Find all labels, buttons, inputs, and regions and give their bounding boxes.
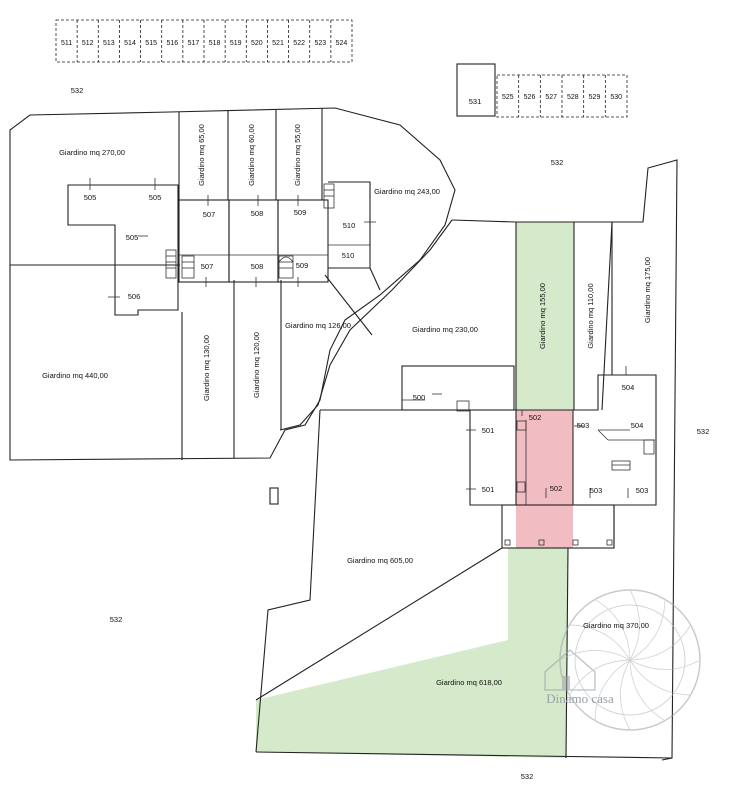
garden-270-label: Giardino mq 270,00 (59, 148, 125, 157)
storage-strip-right: 525 526 527 528 529 530 (496, 74, 628, 118)
building-500 (401, 365, 515, 411)
storage-cell-label: 527 (545, 94, 557, 101)
parcel-505-label: 505 (126, 233, 139, 242)
access-road-west-edge (279, 219, 453, 431)
stair-icons-right (516, 420, 655, 493)
storage-cell-label: 529 (589, 94, 601, 101)
storage-cell-label: 530 (610, 94, 622, 101)
stair-icon-507 (165, 249, 195, 279)
parcel-504-label: 504 (622, 383, 635, 392)
storage-cell-label: 520 (251, 40, 263, 47)
parcel-504-label: 504 (631, 421, 644, 430)
garden-strips-north (178, 108, 323, 200)
stair-icon-508-509 (278, 183, 335, 279)
building-510 (328, 181, 371, 269)
garden-55-label: Giardino mq 55,00 (293, 124, 302, 186)
tick-marks-right (432, 366, 629, 498)
storage-strip-top: 511 512 513 514 515 516 517 518 519 520 521 522 523 5… (55, 19, 353, 63)
parcel-503-label: 503 (636, 486, 649, 495)
porch-posts (504, 539, 613, 546)
storage-cell-label: 523 (314, 40, 326, 47)
small-marker-box (269, 487, 279, 505)
garden-605-label: Giardino mq 605,00 (347, 556, 413, 565)
parcel-508-label: 508 (251, 262, 264, 271)
building-509 (277, 199, 329, 283)
parcel-501-label: 501 (482, 426, 495, 435)
parcel-502-label: 502 (550, 484, 563, 493)
storage-cell-label: 524 (336, 40, 348, 47)
parcel-505-label: 505 (84, 193, 97, 202)
parcel-531-box (456, 63, 496, 117)
storage-cell-label: 515 (145, 40, 157, 47)
parcel-503-label: 503 (577, 421, 590, 430)
garden-strips-south (181, 280, 282, 460)
garden-370-label: Giardino mq 370,00 (583, 621, 649, 630)
garden-155-label: Giardino mq 155,00 (538, 283, 547, 349)
parcel-531-label: 531 (469, 97, 482, 106)
parcel-532-label: 532 (521, 772, 534, 781)
parcel-508-label: 508 (251, 209, 264, 218)
garden-230-label: Giardino mq 230,00 (412, 325, 478, 334)
watermark-text: Dinamo casa (546, 691, 614, 706)
storage-cell-label: 525 (502, 94, 514, 101)
parcel-510-label: 510 (342, 251, 355, 260)
storage-cell-label: 526 (524, 94, 536, 101)
parcel-505-label: 505 (149, 193, 162, 202)
stair-icon-500 (456, 400, 470, 412)
storage-cell-label: 513 (103, 40, 115, 47)
parcel-532-label: 532 (697, 427, 710, 436)
storage-cell-label: 518 (209, 40, 221, 47)
garden-110-label: Giardino mq 110,00 (586, 283, 595, 348)
garden-243-label: Giardino mq 243,00 (374, 187, 440, 196)
parcel-500-label: 500 (413, 393, 426, 402)
watermark-logo (544, 589, 701, 731)
parcel-507-label: 507 (203, 210, 216, 219)
storage-cell-label: 516 (166, 40, 178, 47)
garden-60-label: Giardino mq 60,00 (247, 124, 256, 186)
parcel-506-label: 506 (128, 292, 141, 301)
storage-cell-label: 514 (124, 40, 136, 47)
storage-cell-label: 522 (293, 40, 305, 47)
parcel-501-label: 501 (482, 485, 495, 494)
green-area-garden-618 (256, 548, 568, 758)
garden-130-label: Giardino mq 130,00 (202, 335, 211, 401)
parcel-502-label: 502 (529, 413, 542, 422)
parcel-532-label: 532 (71, 86, 84, 95)
building-505 (67, 184, 179, 316)
parcel-503-label: 503 (590, 486, 603, 495)
garden-120-label: Giardino mq 120,00 (252, 332, 261, 398)
garden-126-label: Giardino mq 126,00 (285, 321, 351, 330)
parcel-507-label: 507 (201, 262, 214, 271)
storage-cell-label: 521 (272, 40, 284, 47)
storage-cell-label: 517 (188, 40, 200, 47)
parcel-510-label: 510 (343, 221, 356, 230)
garden-175-label: Giardino mq 175,00 (643, 257, 652, 323)
red-area-unit-502 (516, 410, 573, 548)
left-block-outline (9, 107, 456, 461)
storage-cell-label: 519 (230, 40, 242, 47)
parcel-532-label: 532 (110, 615, 123, 624)
garden-440-label: Giardino mq 440,00 (42, 371, 108, 380)
green-area-garden-155 (516, 222, 574, 410)
storage-cell-label: 511 (61, 40, 72, 47)
garden-618-label: Giardino mq 618,00 (436, 678, 502, 687)
garden-65-label: Giardino mq 65,00 (197, 124, 206, 186)
storage-cell-label: 512 (82, 40, 94, 47)
storage-cell-label: 528 (567, 94, 579, 101)
lower-garden-divider (255, 547, 503, 701)
parcel-509-label: 509 (296, 261, 309, 270)
tick-marks (89, 178, 376, 298)
parcel-532-label: 532 (551, 158, 564, 167)
parcel-509-label: 509 (294, 208, 307, 217)
lower-garden-605-outline (255, 409, 321, 753)
